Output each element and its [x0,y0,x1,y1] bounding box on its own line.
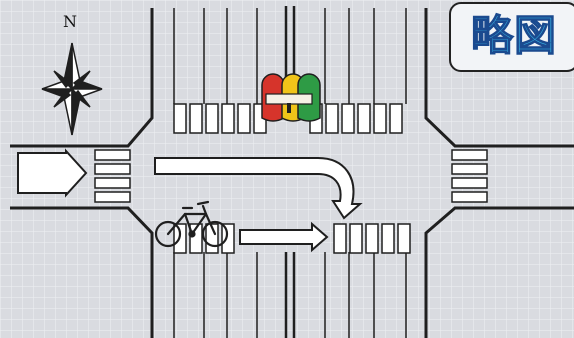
straight-arrow-icon [239,221,329,253]
crosswalk-east [451,149,488,203]
page-title: 略図 [470,10,558,60]
road-edges [10,8,574,338]
road-edge-sw [10,206,154,338]
title-box: 略図 [449,2,574,72]
road-edge-ne [424,8,574,148]
lane-lines [173,8,407,338]
road-edge-nw [10,8,154,148]
crosswalk-west [94,149,131,203]
compass-rose-icon [41,42,103,136]
straight-arrow-icon [17,148,88,198]
crosswalk-north [173,103,403,134]
traffic-signal-icon [261,73,321,122]
compass-north-label: N [63,12,77,31]
crosswalk-south [173,223,411,254]
turning-arrow-icon [154,157,363,220]
bicycle-icon [154,200,229,248]
road-edge-se [424,206,574,338]
